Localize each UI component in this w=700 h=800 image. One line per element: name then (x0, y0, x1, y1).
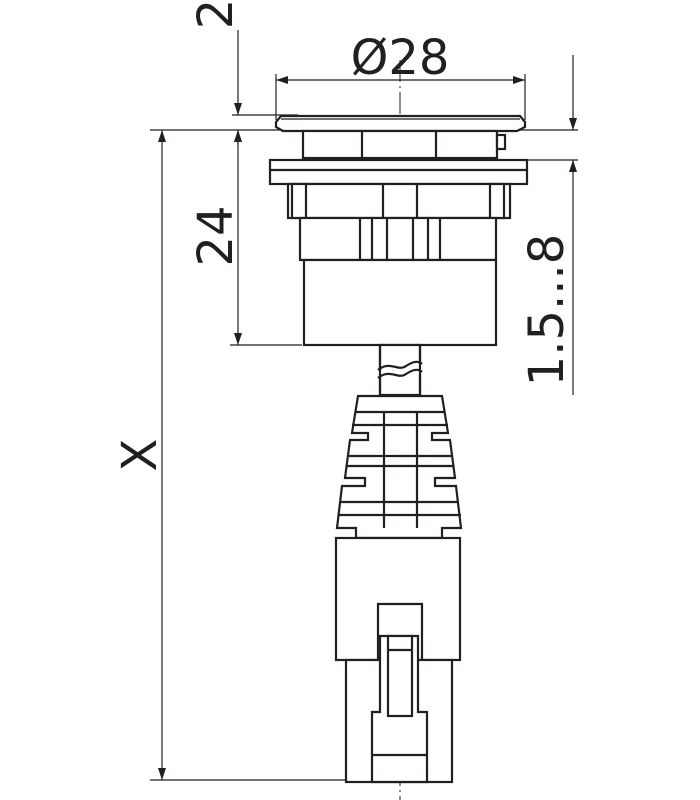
dim-diameter: Ø28 (276, 30, 525, 86)
dim-panel-thickness: 1.5...8 (519, 55, 577, 395)
threaded-body (298, 216, 498, 262)
button-cap (274, 114, 527, 133)
dim-label-total-length: X (112, 439, 168, 472)
dim-label-cap-height: 2 (188, 0, 244, 29)
dim-label-panel-thickness: 1.5...8 (519, 234, 575, 387)
cable-boot (335, 394, 463, 540)
dim-label-diameter: Ø28 (351, 30, 450, 86)
mounting-flange (268, 158, 529, 220)
dim-label-body-height: 24 (188, 205, 244, 266)
stem (377, 343, 423, 397)
connector-plug (334, 536, 462, 784)
lower-body (302, 258, 498, 347)
dim-total-length: X (112, 130, 168, 780)
dim-body-height: 24 (188, 130, 244, 345)
collar (301, 129, 507, 160)
dim-cap-height: 2 (188, 0, 244, 145)
